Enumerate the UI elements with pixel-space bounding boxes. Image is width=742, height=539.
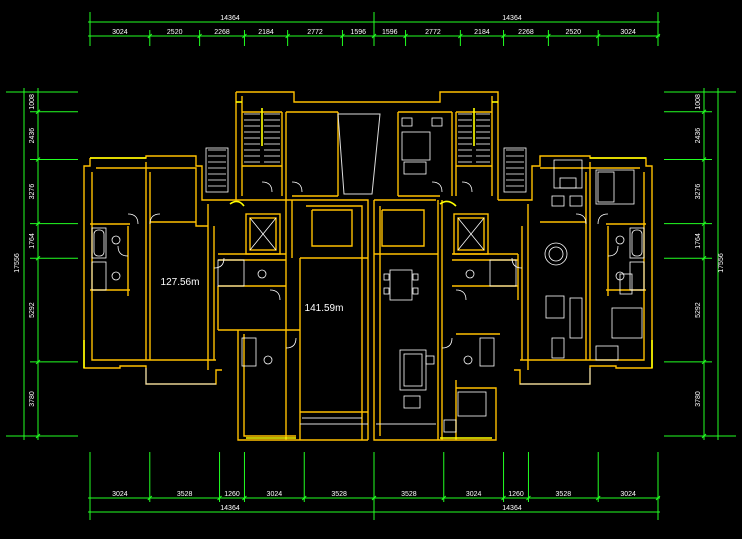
top-dimension-label: 2520 (167, 29, 183, 36)
bottom-total-left: 14364 (220, 505, 240, 512)
furniture (383, 117, 643, 433)
top-dimension-label: 2184 (474, 29, 490, 36)
left-dimension-label: 3276 (29, 184, 36, 200)
lift-shafts (249, 217, 485, 251)
door-swings (117, 181, 619, 349)
top-total-right: 14364 (502, 15, 522, 22)
left-dimension-label: 1764 (29, 233, 36, 249)
top-dimension-chain (88, 12, 661, 46)
left-dimension-label: 1008 (29, 94, 36, 110)
bottom-dimension-label: 3024 (112, 491, 128, 498)
right-dimension-label: 3276 (695, 184, 702, 200)
stairs (208, 113, 524, 187)
bottom-dimension-chain (88, 452, 661, 520)
bottom-dimension-label: 3528 (331, 491, 347, 498)
top-dimension-label: 2520 (566, 29, 582, 36)
left-dimension-label: 2436 (29, 128, 36, 144)
windows-balconies (145, 113, 591, 425)
top-dimension-label: 2268 (518, 29, 534, 36)
bottom-total-right: 14364 (502, 505, 522, 512)
bathroom-fixtures (91, 147, 645, 367)
left-total: 17556 (14, 253, 21, 273)
right-dimension-label: 5292 (695, 302, 702, 318)
top-dimension-label: 2772 (425, 29, 441, 36)
bottom-dimension-label: 1260 (224, 491, 240, 498)
top-dimension-label: 2772 (307, 29, 323, 36)
building-walls (83, 91, 653, 441)
right-total: 17556 (718, 253, 725, 273)
top-dimension-label: 3024 (620, 29, 636, 36)
left-dimension-label: 3780 (29, 391, 36, 407)
top-dimension-label: 1596 (350, 29, 366, 36)
left-dimension-label: 5292 (29, 302, 36, 318)
bottom-dimension-label: 3528 (401, 491, 417, 498)
top-total-left: 14364 (220, 15, 240, 22)
right-dimension-label: 1764 (695, 233, 702, 249)
bottom-dimension-label: 3528 (556, 491, 572, 498)
top-dimension-label: 2268 (214, 29, 230, 36)
right-dimension-label: 3780 (695, 391, 702, 407)
bottom-dimension-label: 3024 (620, 491, 636, 498)
left-dimension-chain (6, 88, 78, 440)
right-dimension-chain (664, 88, 736, 440)
bottom-dimension-label: 3024 (466, 491, 482, 498)
highlight-lines (83, 101, 653, 439)
top-dimension-label: 1596 (382, 29, 398, 36)
area-label-left-unit: 127.56m (161, 277, 200, 288)
bottom-dimension-label: 3528 (177, 491, 193, 498)
bottom-dimension-label: 1260 (508, 491, 524, 498)
top-dimension-label: 3024 (112, 29, 128, 36)
top-dimension-label: 2184 (258, 29, 274, 36)
area-label-center-unit: 141.59m (305, 303, 344, 314)
bottom-dimension-label: 3024 (267, 491, 283, 498)
right-dimension-label: 1008 (695, 94, 702, 110)
right-dimension-label: 2436 (695, 128, 702, 144)
